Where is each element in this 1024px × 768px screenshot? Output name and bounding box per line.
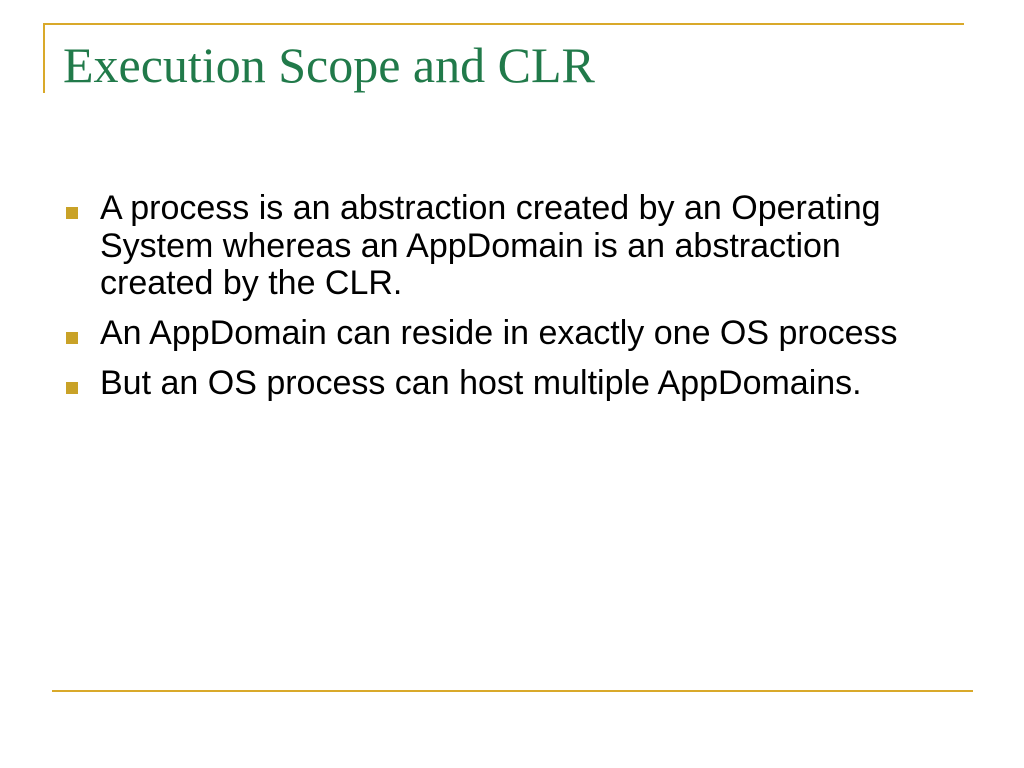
bottom-accent-line [52, 690, 973, 692]
slide-title: Execution Scope and CLR [63, 37, 595, 93]
square-bullet-icon [66, 207, 78, 219]
bullet-text: A process is an abstraction created by a… [100, 189, 881, 303]
bullet-item: An AppDomain can reside in exactly one O… [60, 314, 960, 353]
bullet-item: A process is an abstraction created by a… [60, 189, 960, 303]
top-accent-line [43, 23, 964, 25]
square-bullet-icon [66, 332, 78, 345]
bullet-text: But an OS process can host multiple AppD… [100, 363, 862, 402]
bullet-text: An AppDomain can reside in exactly one O… [100, 314, 898, 353]
square-bullet-icon [66, 381, 78, 394]
bullet-list: A process is an abstraction created by a… [60, 189, 960, 415]
left-accent-line [43, 23, 45, 93]
bullet-item: But an OS process can host multiple AppD… [60, 363, 960, 403]
